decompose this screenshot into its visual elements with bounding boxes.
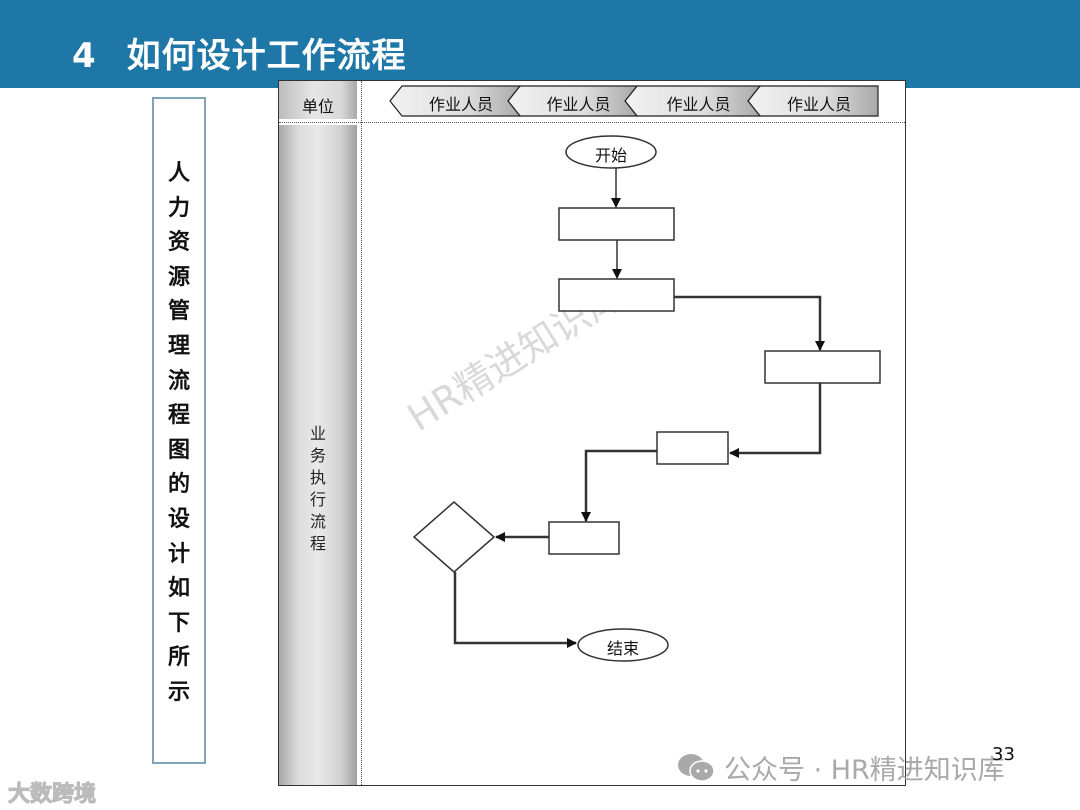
role-label: 作业人员 — [546, 95, 611, 114]
unit-header-cell: 单位 — [279, 81, 357, 119]
role-header-4: 作业人员 — [760, 85, 878, 117]
side-caption-box: 人 力 资 源 管 理 流 程 图 的 设 计 如 下 所 示 — [152, 97, 206, 764]
horizontal-divider — [279, 122, 905, 123]
wechat-footer-text: 公众号 · HR精进知识库 — [724, 755, 1005, 786]
caption-char: 人 — [167, 161, 190, 186]
role-label: 作业人员 — [666, 95, 731, 114]
role-header-bar: 作业人员 作业人员 作业人员 作业人员 — [388, 85, 880, 117]
header-bar — [0, 0, 1080, 88]
decision-node — [412, 501, 496, 573]
unit-label: 单位 — [301, 97, 334, 116]
caption-char: 理 — [167, 333, 190, 359]
swimlane-frame — [278, 80, 906, 786]
end-label: 结束 — [606, 639, 639, 658]
wechat-footer: 公众号 · HR精进知识库 — [676, 748, 1005, 787]
role-label: 作业人员 — [428, 95, 493, 114]
side-caption-text: 人 力 资 源 管 理 流 程 图 的 设 计 如 下 所 示 — [154, 157, 204, 711]
lane-label-char: 务 — [309, 446, 326, 465]
caption-char: 的 — [167, 472, 190, 498]
lane-label-char: 执 — [309, 468, 326, 487]
caption-char: 所 — [167, 645, 190, 671]
page-title: 4 如何设计工作流程 — [72, 28, 407, 77]
lane-label-char: 程 — [309, 534, 326, 553]
process-node-1 — [558, 207, 675, 241]
lane-label-char: 流 — [309, 512, 326, 531]
role-header-3: 作业人员 — [637, 85, 760, 117]
caption-char: 设 — [167, 506, 190, 532]
logo-text: 大数跨境 — [7, 782, 97, 808]
caption-char: 计 — [167, 541, 190, 567]
process-node-3 — [764, 350, 881, 384]
role-header-1: 作业人员 — [402, 85, 520, 117]
lane-label-column: 业 务 执 行 流 程 — [279, 125, 357, 785]
start-node — [565, 135, 657, 169]
wechat-icon — [678, 753, 715, 782]
process-node-5 — [548, 521, 620, 555]
caption-char: 如 — [167, 576, 190, 602]
caption-char: 图 — [167, 437, 190, 463]
section-number: 4 — [72, 36, 97, 76]
bottom-left-logo: 大数跨境 — [7, 776, 97, 808]
lane-label-char: 行 — [309, 490, 326, 509]
role-label: 作业人员 — [786, 95, 851, 114]
end-node — [577, 628, 669, 662]
process-node-2 — [558, 278, 675, 312]
lane-label: 业 务 执 行 流 程 — [279, 423, 357, 555]
caption-char: 示 — [167, 679, 190, 705]
title-text: 如何设计工作流程 — [126, 36, 407, 76]
role-header-2: 作业人员 — [520, 85, 637, 117]
caption-char: 流 — [167, 368, 190, 394]
process-node-4 — [656, 431, 729, 465]
caption-char: 管 — [167, 299, 190, 325]
page-number: 33 — [992, 744, 1015, 765]
lane-label-char: 业 — [309, 424, 326, 443]
caption-char: 下 — [167, 610, 190, 636]
caption-char: 源 — [167, 264, 190, 290]
vertical-divider — [361, 81, 362, 785]
caption-char: 力 — [167, 195, 190, 221]
caption-char: 资 — [167, 230, 190, 256]
caption-char: 程 — [167, 403, 190, 429]
start-label: 开始 — [594, 146, 627, 165]
